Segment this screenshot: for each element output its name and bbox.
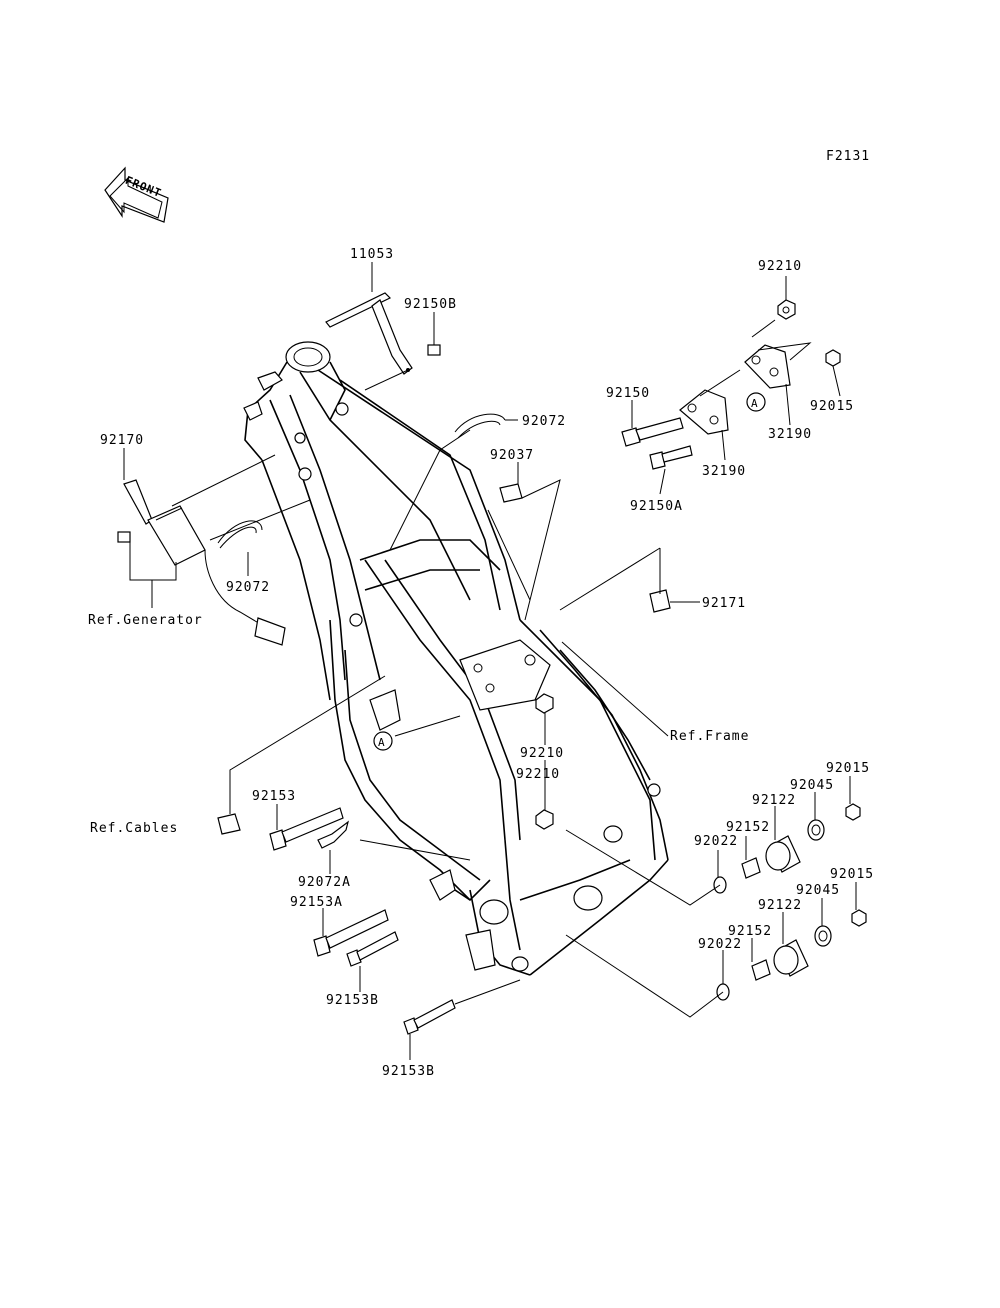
label-92152-r2: 92152 <box>728 924 772 939</box>
part-92072-band-top <box>454 413 506 439</box>
part-92152-sleeve-r1 <box>741 857 761 879</box>
label-92210-low: 92210 <box>516 767 560 782</box>
part-92045-bearing-r2 <box>814 925 832 947</box>
label-92150A: 92150A <box>630 499 683 514</box>
label-92153A: 92153A <box>290 895 343 910</box>
callout-labels: 11053 92150B 92210 92150 92015 32190 321… <box>88 247 874 1079</box>
label-92072-top: 92072 <box>522 414 566 429</box>
label-92170: 92170 <box>100 433 144 448</box>
generator-unit <box>117 505 286 646</box>
front-arrow-icon: FRONT <box>104 166 169 223</box>
ref-marker-a-left-label: A <box>378 736 385 749</box>
part-92153B-bolt-mid <box>346 931 399 967</box>
part-92210-nut-low <box>535 809 554 830</box>
label-ref-frame: Ref.Frame <box>670 729 749 744</box>
label-92022-r1: 92022 <box>694 834 738 849</box>
label-92153B-low: 92153B <box>382 1064 435 1079</box>
part-92153B-bolt-low <box>403 999 456 1035</box>
label-92210-top: 92210 <box>758 259 802 274</box>
label-11053: 11053 <box>350 247 394 262</box>
part-11053-bracket <box>325 292 413 375</box>
label-92045-r2: 92045 <box>796 883 840 898</box>
label-92022-r2: 92022 <box>698 937 742 952</box>
part-32190-plates <box>679 344 791 435</box>
part-92072-band-left <box>217 520 263 549</box>
frame-assembly <box>243 341 669 976</box>
label-92153B-mid: 92153B <box>326 993 379 1008</box>
leader-lines <box>123 262 857 1060</box>
part-92015-nut-r2 <box>851 909 867 927</box>
label-92171: 92171 <box>702 596 746 611</box>
label-92122-r2: 92122 <box>758 898 802 913</box>
label-92122-r1: 92122 <box>752 793 796 808</box>
label-92150: 92150 <box>606 386 650 401</box>
label-92015-top: 92015 <box>810 399 854 414</box>
part-92037-clamp <box>499 483 523 503</box>
label-ref-generator: Ref.Generator <box>88 613 203 628</box>
ref-marker-a-right-label: A <box>751 397 758 410</box>
label-92015-r2: 92015 <box>830 867 874 882</box>
label-92072A: 92072A <box>298 875 351 890</box>
part-92072A-band <box>317 820 349 849</box>
part-92015-nut-top <box>825 349 841 367</box>
cable-clamp <box>217 813 241 835</box>
part-92150-bolt <box>621 417 684 447</box>
label-92153: 92153 <box>252 789 296 804</box>
label-ref-cables: Ref.Cables <box>90 821 178 836</box>
label-92015-r1: 92015 <box>826 761 870 776</box>
part-92153A-bolt <box>313 909 389 957</box>
ref-marker-a-right: A <box>746 392 766 412</box>
part-92045-bearing-r1 <box>807 819 825 841</box>
part-92122-collar-r1 <box>765 835 801 873</box>
part-92170-bolt <box>123 479 153 525</box>
label-92037: 92037 <box>490 448 534 463</box>
ref-marker-a-left: A <box>373 731 393 751</box>
label-32190-b: 32190 <box>702 464 746 479</box>
label-92152-r1: 92152 <box>726 820 770 835</box>
part-92210-nut-mid <box>535 693 554 714</box>
part-92153-bolt <box>269 807 344 851</box>
figure-code: F2131 <box>826 149 870 164</box>
part-92150A-bolt <box>649 445 693 470</box>
label-92072-left: 92072 <box>226 580 270 595</box>
label-92150B: 92150B <box>404 297 457 312</box>
part-92122-collar-r2 <box>773 939 809 977</box>
label-92045-r1: 92045 <box>790 778 834 793</box>
part-92015-nut-r1 <box>845 803 861 821</box>
label-32190-a: 32190 <box>768 427 812 442</box>
part-92150B-bolt <box>427 344 441 356</box>
part-92152-sleeve-r2 <box>751 959 771 981</box>
part-92171-clip <box>649 589 671 613</box>
label-92210-mid: 92210 <box>520 746 564 761</box>
part-92210-nut <box>777 299 796 320</box>
